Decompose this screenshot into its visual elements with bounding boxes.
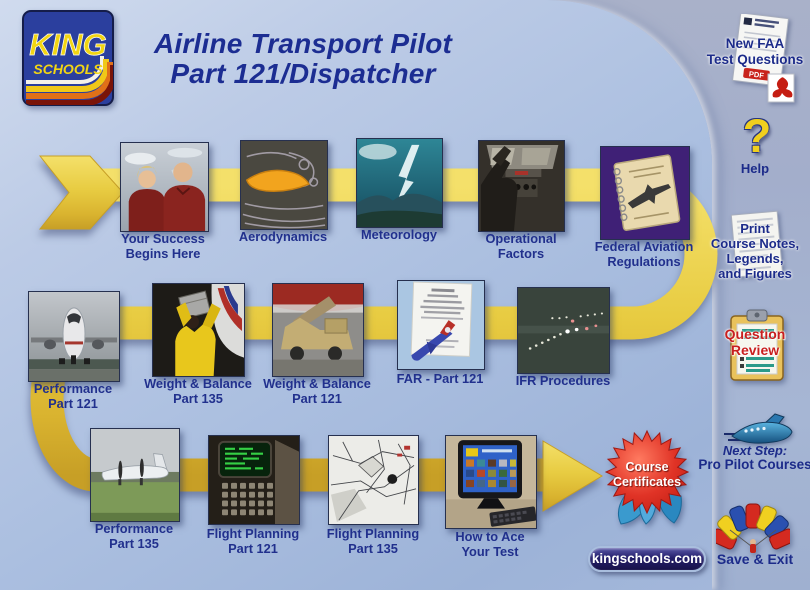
sidebar-item-next-step[interactable]: Next Step: <box>722 443 788 458</box>
course-certificates-label[interactable]: Course Certificates <box>612 460 682 489</box>
module-label-flight-planning-121[interactable]: Flight Planning Part 121 <box>206 526 300 556</box>
arrow-tail <box>38 155 124 230</box>
pdf-document-icon[interactable]: PDF <box>728 14 800 106</box>
module-label-aerodynamics[interactable]: Aerodynamics <box>238 229 328 244</box>
module-label-federal-aviation-regulations[interactable]: Federal Aviation Regulations <box>594 239 694 269</box>
course-certificates-badge[interactable] <box>592 428 702 536</box>
module-label-ifr-procedures[interactable]: IFR Procedures <box>515 373 611 388</box>
module-thumb-how-to-ace[interactable] <box>445 435 537 529</box>
print-notes-icon[interactable] <box>728 210 788 280</box>
pro-pilot-jet-icon[interactable] <box>722 412 794 448</box>
module-thumb-operational-factors[interactable] <box>478 140 565 232</box>
module-thumb-aerodynamics[interactable] <box>240 140 328 230</box>
module-label-weight-balance-121[interactable]: Weight & Balance Part 121 <box>263 376 371 406</box>
sidebar-item-new-faa-test-questions[interactable]: New FAA Test Questions <box>706 36 804 67</box>
arrow-head <box>542 440 603 512</box>
sidebar-item-print-course-notes[interactable]: Print Course Notes, Legends, and Figures <box>710 221 800 281</box>
module-label-performance-135[interactable]: Performance Part 135 <box>94 521 174 551</box>
module-label-performance-121[interactable]: Performance Part 121 <box>33 381 113 411</box>
sidebar-item-help[interactable]: Help <box>740 161 770 176</box>
module-thumb-flight-planning-121[interactable] <box>208 435 300 525</box>
pdf-tag-label: PDF <box>748 69 764 80</box>
page-title-line2: Part 121/Dispatcher <box>170 58 436 89</box>
king-schools-logo: KING SCHOOLS <box>22 10 114 106</box>
module-thumb-federal-aviation-regulations[interactable] <box>600 146 690 240</box>
module-label-your-success[interactable]: Your Success Begins Here <box>121 231 205 261</box>
badge-starburst <box>604 429 690 515</box>
module-label-operational-factors[interactable]: Operational Factors <box>485 231 557 261</box>
help-icon[interactable]: ? <box>742 109 772 162</box>
parachute-save-exit-icon[interactable] <box>716 494 790 556</box>
module-thumb-meteorology[interactable] <box>356 138 443 228</box>
module-label-far-part-121[interactable]: FAR - Part 121 <box>396 371 484 386</box>
sidebar-item-save-exit[interactable]: Save & Exit <box>716 551 794 567</box>
logo-word-schools: SCHOOLS <box>33 61 103 77</box>
module-thumb-flight-planning-135[interactable] <box>328 435 419 525</box>
question-review-clipboard-icon[interactable] <box>725 308 789 386</box>
module-label-weight-balance-135[interactable]: Weight & Balance Part 135 <box>144 376 252 406</box>
module-label-flight-planning-135[interactable]: Flight Planning Part 135 <box>326 526 420 556</box>
module-thumb-weight-balance-135[interactable] <box>152 283 245 377</box>
website-link[interactable]: kingschools.com <box>588 546 706 572</box>
module-thumb-weight-balance-121[interactable] <box>272 283 364 377</box>
module-label-how-to-ace[interactable]: How to Ace Your Test <box>455 529 525 559</box>
page-title-line1: Airline Transport Pilot <box>153 28 453 59</box>
sidebar-item-pro-pilot-courses[interactable]: Pro Pilot Courses <box>698 457 810 472</box>
logo-word-king: KING <box>29 27 107 62</box>
acrobat-icon <box>767 73 795 103</box>
module-thumb-your-success[interactable] <box>120 142 209 232</box>
module-thumb-performance-121[interactable] <box>28 291 120 382</box>
module-thumb-ifr-procedures[interactable] <box>517 287 610 374</box>
module-thumb-far-part-121[interactable] <box>397 280 485 370</box>
module-thumb-performance-135[interactable] <box>90 428 180 522</box>
sidebar-item-question-review[interactable]: Question Review <box>724 326 786 359</box>
module-label-meteorology[interactable]: Meteorology <box>360 227 438 242</box>
